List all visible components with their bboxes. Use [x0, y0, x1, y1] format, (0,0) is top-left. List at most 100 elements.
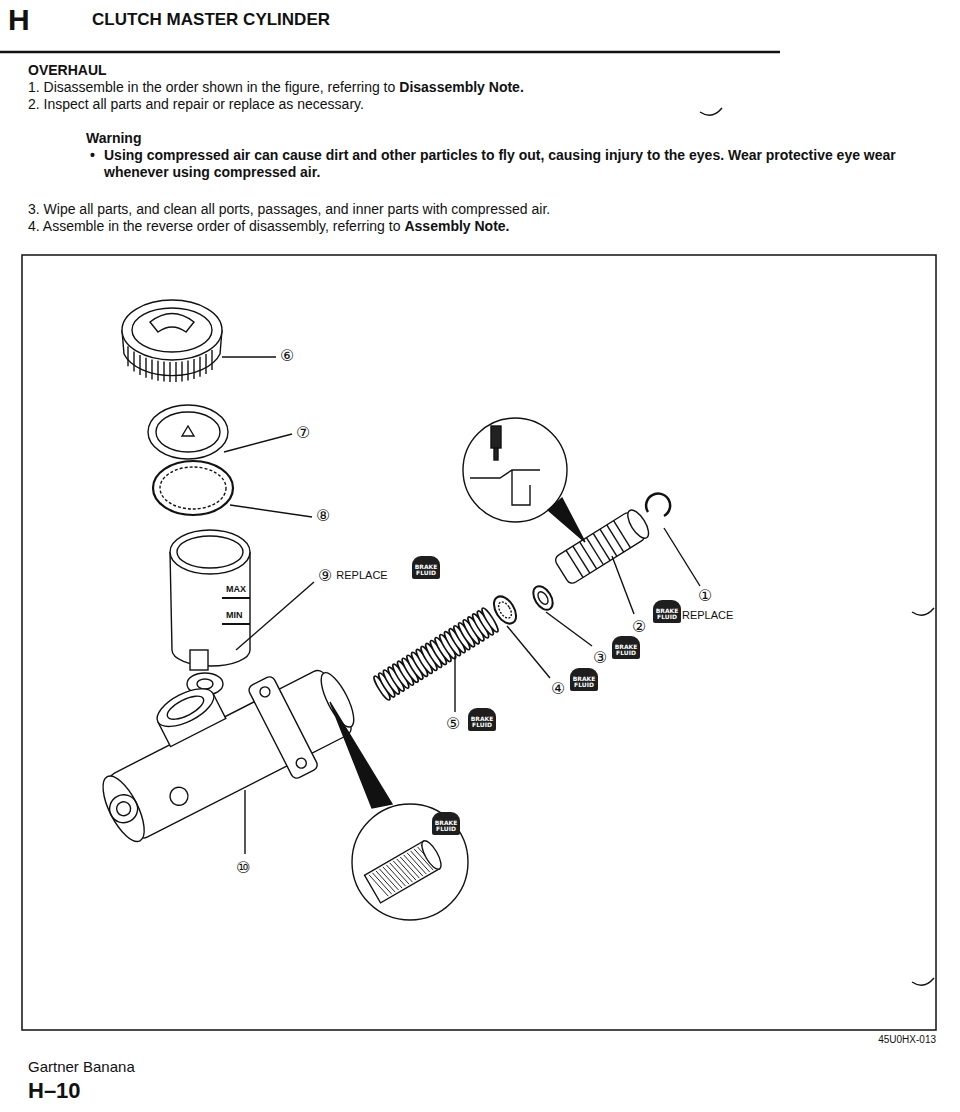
- piston-groove: [600, 529, 617, 556]
- leader-line: [236, 582, 314, 650]
- level-mark-text: MAX: [226, 584, 246, 595]
- cap-rib: [193, 359, 194, 379]
- step-text: 3. Wipe all parts, and clean all ports, …: [28, 201, 550, 218]
- callout-number: ⑤: [446, 714, 460, 733]
- brake-fluid-icon: BRAKE FLUID: [468, 708, 496, 731]
- diaphragm-inner: [156, 412, 220, 452]
- figure-code: 45U0HX-013: [878, 1034, 936, 1046]
- callout-number: ①: [698, 586, 712, 605]
- mount-flange: [247, 675, 319, 780]
- figure-frame: [22, 255, 936, 1030]
- detail-pointer: [548, 498, 585, 542]
- detail-pointer: [330, 702, 392, 808]
- cap-slot: [150, 314, 194, 333]
- brake-fluid-icon: BRAKE FLUID: [412, 556, 440, 579]
- replace-note: REPLACE: [682, 609, 733, 622]
- page-number: H–10: [28, 1078, 81, 1104]
- outlet-port: [105, 790, 143, 828]
- leader-line: [507, 626, 550, 678]
- callout-number: ⑩: [236, 858, 250, 877]
- cap-inner: [132, 308, 212, 352]
- illustration-part: [372, 606, 500, 701]
- diaphragm: [148, 405, 228, 459]
- edge-mark: [912, 978, 934, 985]
- cup-hatch: [496, 600, 514, 621]
- primary-cup: [529, 583, 556, 614]
- piston-groove: [566, 550, 583, 577]
- illustration-part: [0, 52, 936, 1030]
- callout-number: ④: [551, 679, 565, 698]
- leader-line: [546, 612, 592, 646]
- brake-fluid-icon: BRAKE FLUID: [432, 812, 460, 835]
- cap-top: [122, 300, 222, 360]
- nozzle-tip: [494, 448, 498, 460]
- watermark: Gartner Banana: [28, 1058, 135, 1076]
- piston-end: [624, 507, 653, 542]
- bushing-hole: [197, 679, 213, 689]
- piston-groove: [573, 546, 590, 573]
- illustration-part: [122, 300, 222, 382]
- brake-fluid-icon: BRAKE FLUID: [612, 636, 640, 659]
- warning-heading: Warning: [86, 130, 141, 147]
- section-heading: OVERHAUL: [28, 62, 107, 79]
- cap-rib: [163, 362, 164, 382]
- illustration-part: [77, 628, 370, 862]
- icon-text: BRAKE FLUID: [612, 636, 640, 659]
- icon-text: BRAKE FLUID: [570, 668, 598, 691]
- secondary-cup: [489, 593, 520, 628]
- primary-cup-inner: [536, 590, 550, 606]
- outlet-port: [114, 799, 133, 818]
- header-rule: [0, 51, 780, 54]
- cylinder-body: [107, 668, 354, 841]
- cap-rib: [205, 354, 206, 374]
- cap-rib: [175, 362, 176, 382]
- cap-rib: [127, 346, 128, 366]
- edge-mark: [700, 108, 722, 115]
- detail-circle: [352, 804, 468, 920]
- icon-text: BRAKE FLUID: [468, 708, 496, 731]
- cap-rib: [181, 361, 182, 381]
- mount-hole: [258, 685, 271, 698]
- callout-number: ⑥: [280, 346, 294, 365]
- note-ref: Assembly Note.: [404, 218, 509, 235]
- note-ref: Disassembly Note.: [399, 79, 524, 96]
- leader-line: [222, 356, 276, 357]
- edge-mark: [912, 608, 934, 615]
- replace-note: REPLACE: [336, 569, 387, 582]
- leader-line: [224, 434, 292, 452]
- piston-groove: [593, 533, 610, 560]
- cap-rib: [187, 360, 188, 380]
- seal-ring-inner: [160, 467, 226, 509]
- step-text: 4. Assemble in the reverse order of disa…: [28, 218, 400, 235]
- piston-groove: [580, 542, 597, 569]
- step-text: 1. Disassemble in the order shown in the…: [28, 79, 395, 96]
- detail-bracket: [470, 470, 540, 505]
- callout-number: ⑨: [318, 566, 332, 585]
- reservoir-lip: [177, 536, 243, 568]
- inlet-top: [151, 681, 219, 734]
- outlet-end: [95, 770, 153, 847]
- reservoir-top: [170, 530, 250, 574]
- leader-line: [230, 505, 312, 517]
- leader-line: [244, 790, 245, 854]
- piston-groove: [614, 521, 631, 548]
- piston-groove: [586, 538, 603, 565]
- callout-number: ②: [632, 617, 646, 636]
- warning-text: Using compressed air can cause dirt and …: [104, 147, 924, 181]
- section-letter: H: [8, 2, 30, 38]
- inlet-hole: [164, 691, 207, 723]
- diaphragm-mark: [182, 426, 194, 436]
- reservoir-spout: [190, 650, 208, 670]
- leader-line: [612, 556, 634, 614]
- page-title: CLUTCH MASTER CYLINDER: [92, 10, 330, 30]
- cap-rib: [151, 359, 152, 379]
- seal-ring: [153, 461, 233, 515]
- step-text: 2. Inspect all parts and repair or repla…: [28, 96, 364, 113]
- snap-ring: [646, 494, 670, 516]
- icon-text: BRAKE FLUID: [653, 600, 681, 623]
- level-mark-text: MIN: [226, 610, 243, 621]
- illustration-part: [365, 838, 445, 903]
- callout-number: ③: [593, 648, 607, 667]
- cap-rib: [157, 361, 158, 381]
- cap-rib: [199, 357, 200, 377]
